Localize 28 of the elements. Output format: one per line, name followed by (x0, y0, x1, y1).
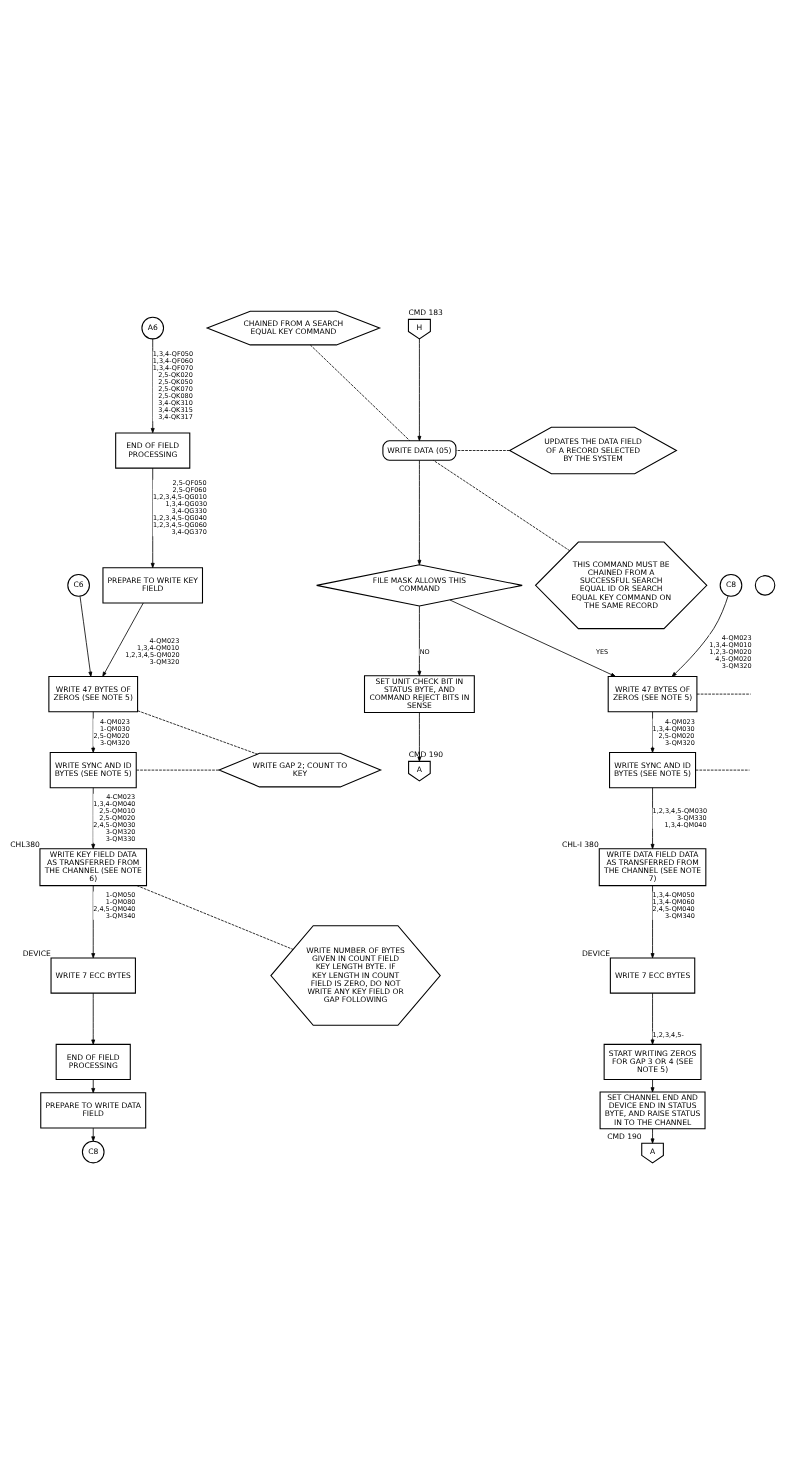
arrow (650, 884, 655, 958)
arrow (417, 605, 422, 676)
connector (696, 693, 751, 694)
arrow (417, 459, 422, 565)
arrow (650, 1127, 655, 1144)
arrow (102, 602, 144, 677)
arrow (671, 595, 729, 677)
connector (136, 884, 294, 950)
connector (309, 344, 411, 441)
arrow (417, 711, 422, 762)
arrow (91, 1078, 96, 1093)
arrow (91, 1127, 96, 1141)
connector (433, 459, 571, 551)
arrow (650, 710, 655, 753)
arrow (150, 467, 155, 568)
arrow (79, 595, 93, 677)
arrow (91, 992, 96, 1045)
arrow (650, 992, 655, 1045)
arrow (417, 338, 422, 441)
connector (455, 449, 510, 451)
connector (695, 769, 750, 770)
node-circle (754, 574, 776, 596)
connector (137, 709, 258, 755)
arrow (449, 599, 616, 677)
arrow (650, 786, 655, 849)
connector (136, 769, 220, 770)
arrow (150, 338, 155, 433)
arrow (650, 1078, 655, 1092)
